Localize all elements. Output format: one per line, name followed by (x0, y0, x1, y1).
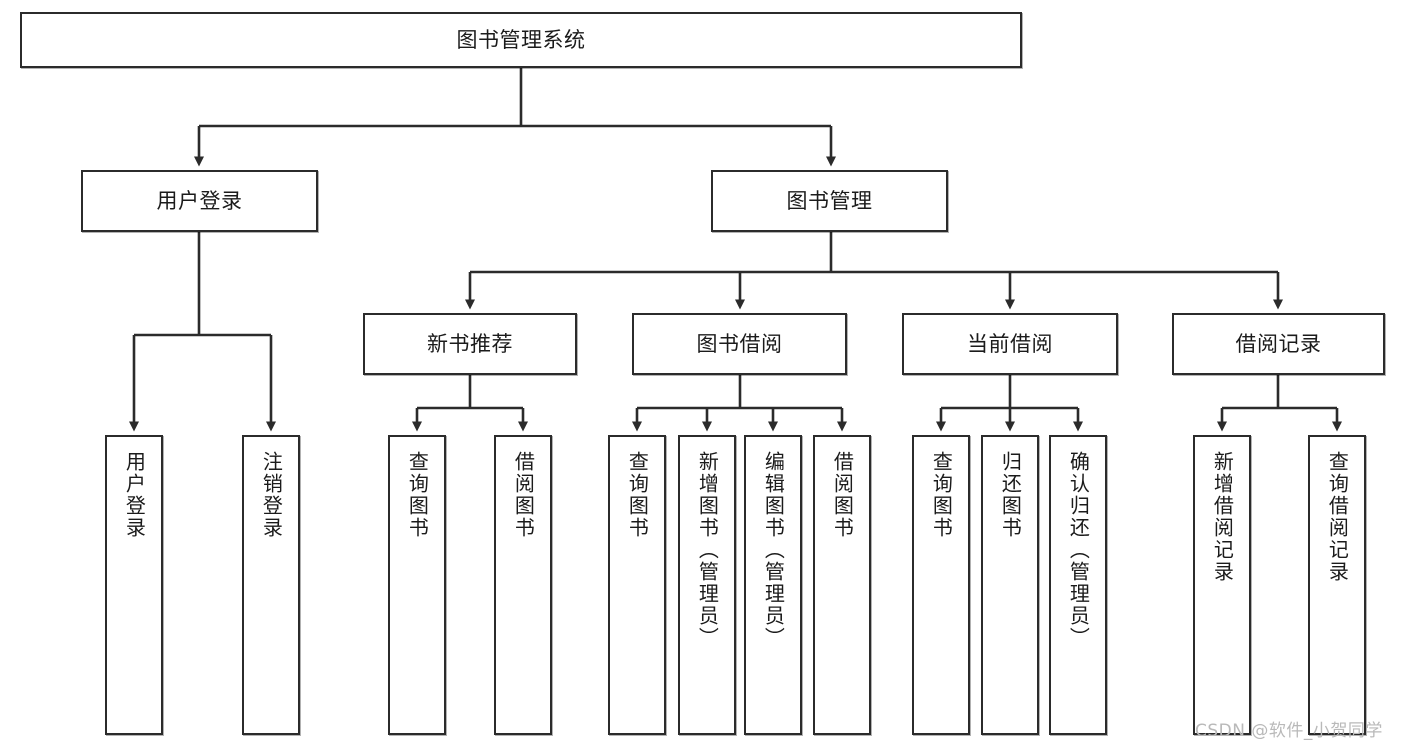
node-leaf-user-login[interactable]: 用户登录 (105, 435, 163, 735)
node-leaf-query-book-1-label: 查询图书 (405, 451, 430, 539)
node-leaf-user-login-label: 用户登录 (122, 451, 147, 539)
node-current-borrow[interactable]: 当前借阅 (902, 313, 1118, 375)
node-leaf-add-book-label: 新增图书（管理员） (695, 451, 720, 649)
node-leaf-query-book-3-label: 查询图书 (929, 451, 954, 539)
node-leaf-query-record-label: 查询借阅记录 (1325, 451, 1350, 583)
node-leaf-borrow-book-1-label: 借阅图书 (511, 451, 536, 539)
node-leaf-query-book-3[interactable]: 查询图书 (912, 435, 970, 735)
node-leaf-edit-book[interactable]: 编辑图书（管理员） (744, 435, 802, 735)
node-current-borrow-label: 当前借阅 (967, 331, 1053, 356)
node-borrow-record[interactable]: 借阅记录 (1172, 313, 1385, 375)
node-leaf-borrow-book-2[interactable]: 借阅图书 (813, 435, 871, 735)
node-leaf-add-record-label: 新增借阅记录 (1210, 451, 1235, 583)
node-leaf-query-book-2-label: 查询图书 (625, 451, 650, 539)
node-leaf-logout-label: 注销登录 (259, 451, 284, 539)
node-leaf-query-book-1[interactable]: 查询图书 (388, 435, 446, 735)
node-book-manage[interactable]: 图书管理 (711, 170, 948, 232)
node-leaf-confirm-return[interactable]: 确认归还（管理员） (1049, 435, 1107, 735)
node-book-borrow-label: 图书借阅 (696, 331, 783, 356)
node-leaf-add-record[interactable]: 新增借阅记录 (1193, 435, 1251, 735)
node-leaf-return-book-label: 归还图书 (998, 451, 1023, 539)
node-borrow-record-label: 借阅记录 (1235, 331, 1322, 356)
node-root-label: 图书管理系统 (456, 27, 586, 52)
node-leaf-confirm-return-label: 确认归还（管理员） (1066, 451, 1091, 649)
node-new-book-recommend-label: 新书推荐 (427, 331, 513, 356)
node-leaf-logout[interactable]: 注销登录 (242, 435, 300, 735)
node-leaf-add-book[interactable]: 新增图书（管理员） (678, 435, 736, 735)
node-user-login-label: 用户登录 (156, 188, 243, 213)
node-leaf-edit-book-label: 编辑图书（管理员） (761, 451, 786, 649)
node-user-login[interactable]: 用户登录 (81, 170, 318, 232)
node-book-manage-label: 图书管理 (786, 188, 873, 213)
node-leaf-query-record[interactable]: 查询借阅记录 (1308, 435, 1366, 735)
node-leaf-borrow-book-1[interactable]: 借阅图书 (494, 435, 552, 735)
node-leaf-borrow-book-2-label: 借阅图书 (830, 451, 855, 539)
csdn-watermark: CSDN @软件_小贺同学 (1195, 721, 1383, 741)
node-leaf-query-book-2[interactable]: 查询图书 (608, 435, 666, 735)
node-new-book-recommend[interactable]: 新书推荐 (363, 313, 577, 375)
node-root[interactable]: 图书管理系统 (20, 12, 1022, 68)
node-leaf-return-book[interactable]: 归还图书 (981, 435, 1039, 735)
node-book-borrow[interactable]: 图书借阅 (632, 313, 847, 375)
